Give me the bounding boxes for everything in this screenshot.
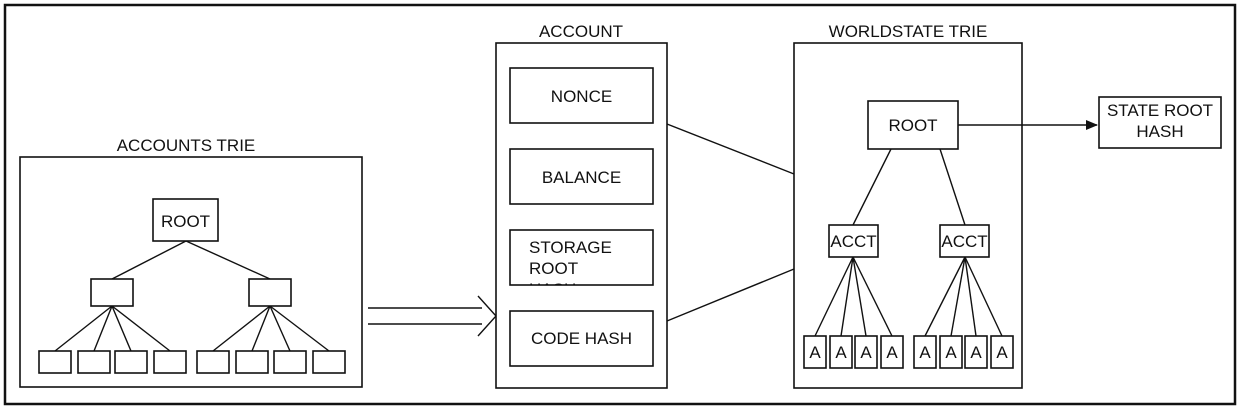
account-field-storage-root-hash: STORAGE ROOT HASH [509, 229, 654, 286]
worldstate-trie-leaf-label: A [945, 343, 957, 362]
worldstate-trie-leaf-node: A [880, 335, 904, 369]
accounts-trie-leaf-node [235, 350, 269, 374]
worldstate-trie-leaf-label: A [886, 343, 898, 362]
accounts-trie-leaf-node [77, 350, 111, 374]
accounts-trie-leaf-node [273, 350, 307, 374]
accounts-trie-leaf-node [196, 350, 230, 374]
worldstate-trie-leaf-label: A [970, 343, 982, 362]
worldstate-trie-acct-node-left: ACCT [828, 224, 879, 258]
accounts-trie-root-node: ROOT [152, 198, 219, 242]
worldstate-trie-leaf-label: A [860, 343, 872, 362]
worldstate-trie-acct-node-right: ACCT [939, 224, 990, 258]
accounts-trie-leaf-node [312, 350, 346, 374]
account-field-storage-root-hash-label: STORAGE ROOT HASH [529, 238, 612, 285]
worldstate-trie-leaf-node: A [854, 335, 878, 369]
accounts-trie-branch-node-left [90, 278, 134, 307]
accounts-trie-title: ACCOUNTS TRIE [117, 136, 256, 155]
account-field-nonce-label: NONCE [551, 87, 612, 106]
worldstate-trie-leaf-label: A [835, 343, 847, 362]
worldstate-trie-leaf-node: A [964, 335, 988, 369]
worldstate-trie-leaf-node: A [829, 335, 853, 369]
worldstate-trie-leaf-node: A [939, 335, 963, 369]
accounts-trie-leaf-node [114, 350, 148, 374]
account-title: ACCOUNT [539, 22, 623, 41]
accounts-trie-leaf-node [153, 350, 187, 374]
accounts-trie-container [19, 156, 363, 388]
worldstate-trie-leaf-label: A [996, 343, 1008, 362]
accounts-trie-edges [54, 240, 330, 352]
accounts-trie-root-label: ROOT [161, 212, 210, 231]
accounts-trie-leaf-nodes [38, 350, 346, 374]
worldstate-trie-root-node: ROOT [867, 100, 959, 150]
accounts-trie-leaf-node [38, 350, 72, 374]
worldstate-trie-acct-label: ACCT [830, 232, 876, 251]
worldstate-trie-leaf-label: A [919, 343, 931, 362]
worldstate-trie-leaf-nodes: A A A A A A A A [803, 335, 1014, 369]
worldstate-trie-leaf-node: A [803, 335, 827, 369]
worldstate-trie-edges [814, 148, 1003, 337]
worldstate-trie-leaf-node: A [913, 335, 937, 369]
connector-account-to-worldstate-bottom [666, 268, 795, 322]
state-root-hash-label: STATE ROOT HASH [1106, 101, 1214, 141]
connector-account-to-worldstate-top [666, 123, 795, 175]
accounts-trie-branch-node-right [248, 278, 292, 307]
account-field-balance: BALANCE [509, 148, 654, 205]
worldstate-trie-title: WORLDSTATE TRIE [829, 22, 988, 41]
worldstate-trie-leaf-label: A [809, 343, 821, 362]
worldstate-trie-leaf-node: A [990, 335, 1014, 369]
account-field-nonce: NONCE [509, 67, 654, 124]
account-field-balance-label: BALANCE [542, 168, 621, 187]
account-field-code-hash: CODE HASH [509, 310, 654, 367]
worldstate-trie-acct-label: ACCT [941, 232, 987, 251]
state-root-hash-box: STATE ROOT HASH [1098, 96, 1222, 149]
worldstate-trie-root-label: ROOT [888, 116, 937, 135]
account-field-code-hash-label: CODE HASH [531, 329, 632, 348]
